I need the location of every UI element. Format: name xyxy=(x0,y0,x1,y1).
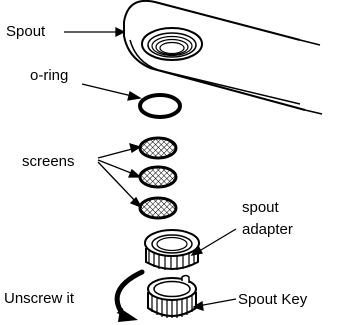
spout-adapter xyxy=(144,229,200,270)
o-ring xyxy=(138,93,182,119)
screens-leader-1 xyxy=(97,147,137,159)
spout-adapter-leader xyxy=(195,228,237,254)
screen-2 xyxy=(138,165,178,189)
screen-3 xyxy=(138,196,178,220)
label-screens: screens xyxy=(22,153,75,170)
screens-leader-2 xyxy=(97,159,137,176)
spout-key xyxy=(147,274,197,318)
label-spout-key: Spout Key xyxy=(238,291,308,308)
o-ring-leader xyxy=(81,83,137,98)
label-spout-adapter-line2: adapter xyxy=(242,221,293,238)
screens-group xyxy=(138,136,178,220)
leader-lines xyxy=(64,26,237,311)
label-o-ring: o-ring xyxy=(30,67,68,84)
screen-1 xyxy=(138,136,178,160)
spout-key-leader xyxy=(197,298,237,307)
label-spout-adapter-line1: spout xyxy=(242,199,280,216)
unscrew-arrow-head xyxy=(118,308,138,322)
label-unscrew: Unscrew it xyxy=(4,290,75,307)
spout-body xyxy=(123,0,323,115)
label-spout: Spout xyxy=(6,23,46,40)
screens-leader-3 xyxy=(97,161,139,205)
